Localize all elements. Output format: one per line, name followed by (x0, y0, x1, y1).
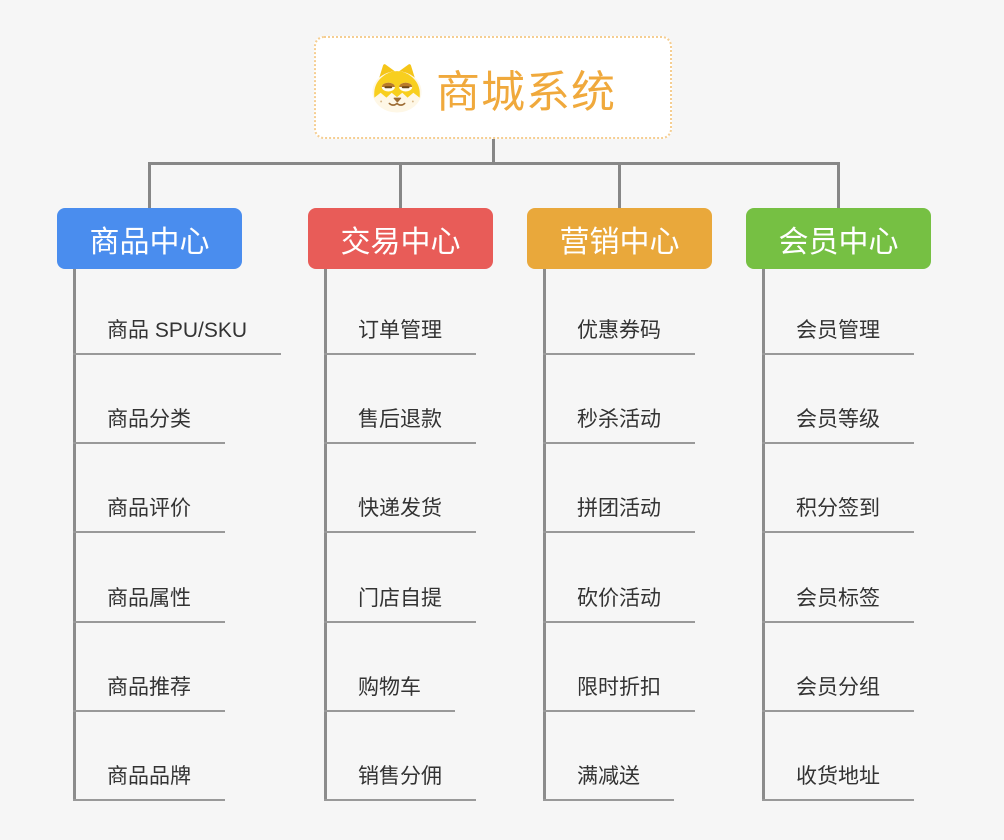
leaf-topic[interactable]: 拼团活动 (543, 495, 695, 533)
leaf-topic[interactable]: 商品分类 (73, 406, 225, 444)
leaf-topic[interactable]: 会员管理 (762, 317, 914, 355)
connector-root-stem (491, 139, 495, 165)
leaf-topic[interactable]: 会员标签 (762, 585, 914, 623)
leaf-topic[interactable]: 商品属性 (73, 585, 225, 623)
leaf-topic[interactable]: 门店自提 (324, 585, 476, 623)
leaf-topic[interactable]: 会员分组 (762, 674, 914, 712)
leaf-topic[interactable]: 购物车 (324, 674, 455, 712)
connector-branch-line (762, 269, 765, 801)
leaf-topic[interactable]: 会员等级 (762, 406, 914, 444)
branch-label: 交易中心 (340, 225, 461, 259)
leaf-topic[interactable]: 优惠券码 (543, 317, 695, 355)
branch-label: 会员中心 (778, 225, 899, 259)
connector-drop (837, 162, 840, 208)
leaf-topic[interactable]: 满减送 (543, 763, 674, 801)
connector-drop (399, 162, 402, 208)
leaf-topic[interactable]: 售后退款 (324, 406, 476, 444)
leaf-topic[interactable]: 收货地址 (762, 763, 914, 801)
leaf-topic[interactable]: 商品品牌 (73, 763, 225, 801)
leaf-topic[interactable]: 商品推荐 (73, 674, 225, 712)
connector-branch-line (543, 269, 546, 801)
root-title: 商城系统 (436, 67, 616, 117)
connector-drop (148, 162, 151, 208)
leaf-topic[interactable]: 秒杀活动 (543, 406, 695, 444)
branch-node-marketing-center[interactable]: 营销中心 (527, 208, 712, 269)
leaf-topic[interactable]: 砍价活动 (543, 585, 695, 623)
branch-label: 营销中心 (559, 225, 680, 259)
connector-drop (618, 162, 621, 208)
branch-node-member-center[interactable]: 会员中心 (746, 208, 931, 269)
leaf-topic[interactable]: 订单管理 (324, 317, 476, 355)
branch-node-trade-center[interactable]: 交易中心 (308, 208, 493, 269)
root-node[interactable]: 商城系统 (314, 36, 672, 139)
leaf-topic[interactable]: 快递发货 (324, 495, 476, 533)
leaf-topic[interactable]: 商品评价 (73, 495, 225, 533)
leaf-topic[interactable]: 销售分佣 (324, 763, 476, 801)
connector-rail (148, 162, 840, 165)
leaf-topic[interactable]: 积分签到 (762, 495, 914, 533)
dog-face-icon (370, 63, 424, 113)
branch-label: 商品中心 (89, 225, 210, 259)
connector-branch-line (73, 269, 76, 801)
connector-branch-line (324, 269, 327, 801)
leaf-topic[interactable]: 商品 SPU/SKU (73, 317, 282, 355)
leaf-topic[interactable]: 限时折扣 (543, 674, 695, 712)
branch-node-product-center[interactable]: 商品中心 (57, 208, 242, 269)
